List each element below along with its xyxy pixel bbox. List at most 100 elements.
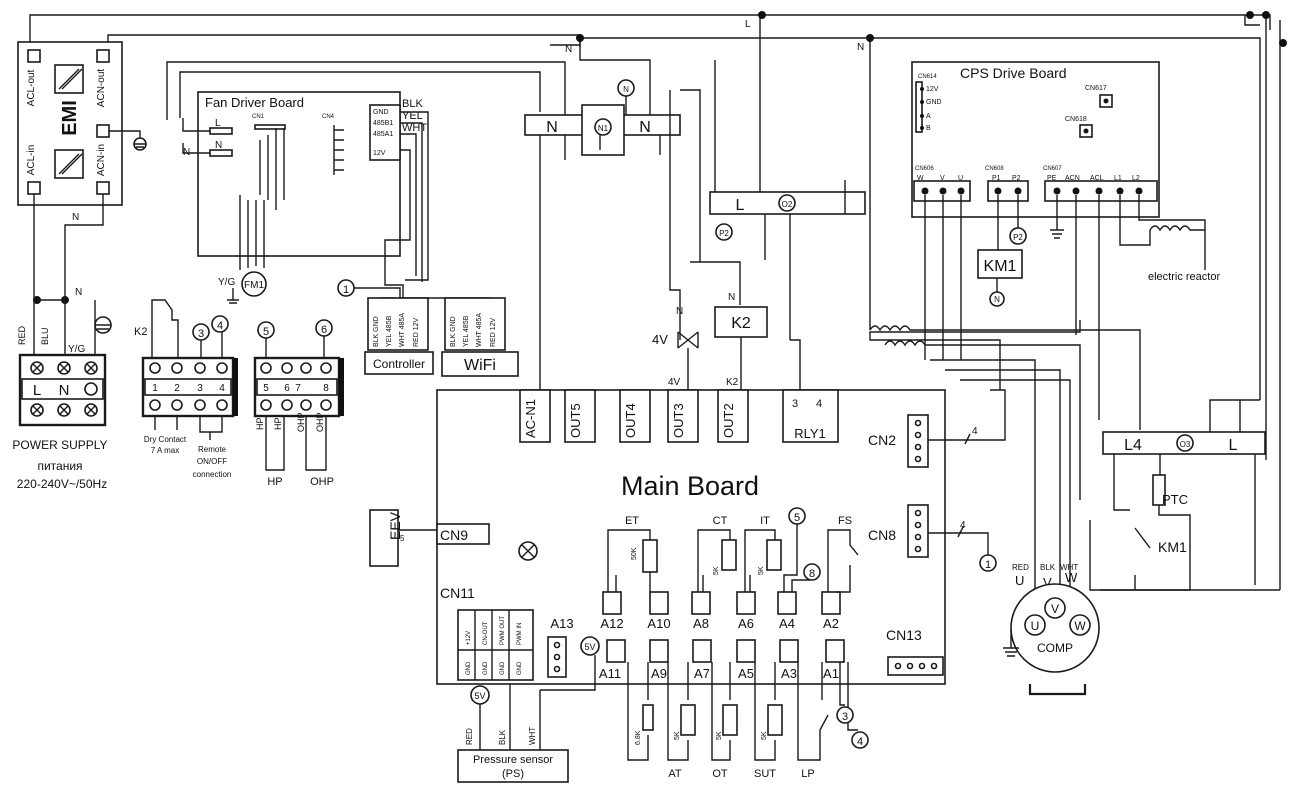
port-a5: A5 — [738, 666, 754, 681]
sensor-at: AT — [668, 768, 682, 780]
port-a11: A11 — [599, 666, 621, 681]
power-wire-blu-label: BLU — [40, 327, 50, 345]
ohp-wire-label-b: OHP — [315, 412, 325, 432]
controller-pin-labels: BLK GND YEL 485B WHT 485A RED 12V BLK GN… — [373, 313, 497, 347]
cn614-pin-gnd: GND — [926, 99, 942, 106]
wifi-pin-gnd: BLK GND — [450, 316, 457, 347]
out-out2: OUT2 — [721, 403, 736, 438]
it-5k-label: 5K — [758, 566, 765, 575]
emi-acl-out-label: ACL-out — [26, 69, 37, 106]
l-block-label: L — [736, 197, 745, 214]
port-a8: A8 — [693, 616, 709, 631]
hp-terminal-5: 5 — [263, 383, 269, 394]
cn11-pin-gnd2: GND — [483, 661, 489, 675]
power-spec-label: 220-240V~/50Hz — [17, 477, 107, 491]
circle-8-top — [803, 563, 821, 581]
ot-thermistor-icon — [722, 704, 738, 736]
p2-label: P2 — [719, 229, 729, 238]
fan-pin-12v: 12V — [373, 150, 386, 157]
top-sensor-row: A12 A10 A8 A6 A4 A2 ET CT IT FS 50K 5K 5… — [600, 507, 859, 631]
fan-driver-board: Fan Driver Board L N N CN1 CN4 GND 485B1… — [166, 61, 566, 304]
rly1-pin-4: 4 — [816, 398, 822, 410]
ps-5v-marker: 5V — [474, 691, 485, 701]
dry-contact-terminal: K2 3 4 1 2 3 4 Dry Contact 7 A max Remot… — [134, 299, 238, 479]
emi-terminal-acn-out — [96, 49, 110, 63]
fan-n-wire-label: N — [183, 147, 190, 158]
circle-3-bot-label: 3 — [842, 711, 848, 723]
wifi-pin-485a: WHT 485A — [476, 313, 483, 347]
dry-terminal-4: 4 — [219, 383, 225, 394]
port-a13: A13 — [550, 616, 573, 631]
cn608-pin-p2: P2 — [1012, 175, 1021, 182]
k2-relay-label: K2 — [731, 315, 751, 332]
right-power-section: L4 L O3 PTC KM1 — [869, 325, 1280, 600]
cn11-pin-cnout: CN-OUT — [483, 621, 489, 645]
km1-contact-label: KM1 — [1158, 539, 1187, 555]
cn13-label: CN13 — [886, 627, 922, 643]
ohp-wire-label-a: OHP — [296, 412, 306, 432]
cn11-pins: +12V CN-OUT PWM OUT PWM IN GND GND GND G… — [458, 610, 533, 680]
port-a9: A9 — [651, 666, 667, 681]
ct-5k-label: 5K — [713, 566, 720, 575]
fan-wire-blk: BLK — [402, 98, 423, 110]
cps-p2-marker: P2 — [1013, 233, 1023, 242]
circle-3-label: 3 — [198, 328, 204, 340]
cps-drive-board: CPS Drive Board CN614 12V GND A B CN617 … — [869, 61, 1220, 420]
port-a6: A6 — [738, 616, 754, 631]
hp-wire-label-b: HP — [273, 417, 283, 430]
valve-4v-icon — [677, 331, 699, 349]
ohp-label: OHP — [310, 476, 334, 488]
controller-wifi: 1 BLK GND YEL 485B WHT 485A RED 12V BLK … — [337, 279, 519, 377]
comp-wire-red: RED — [1012, 563, 1029, 572]
circle-6-label: 6 — [321, 324, 327, 336]
o2-marker — [778, 194, 796, 212]
cn614-pin-12v: 12V — [926, 86, 939, 93]
cn606-pin-v: V — [940, 175, 945, 182]
sensor-ot: OT — [712, 768, 728, 780]
ctrl-pin-gnd: BLK GND — [373, 316, 380, 347]
cn606-pin-u: U — [958, 175, 963, 182]
pressure-sensor-title: Pressure sensor — [473, 754, 553, 766]
bottom-sensor-row: A13 5V A11 A9 A7 A5 A3 A1 6.8K 5K 5K 5K … — [547, 616, 869, 780]
circle-5-label: 5 — [263, 326, 269, 338]
emi-filter: EMI ACL-out ACN-out ACL-in ACN-in — [17, 41, 147, 355]
cps-cn618-label: CN618 — [1065, 116, 1087, 123]
it-thermistor-icon — [766, 539, 782, 571]
fan-motor-label: FM1 — [244, 280, 264, 291]
compressor: RED BLK WHT U V W U V W COMP — [1003, 563, 1100, 696]
cn607-pin-pe: PE — [1047, 175, 1057, 182]
power-l-label: L — [33, 382, 41, 399]
cn614-pins: 12V GND A B — [920, 86, 942, 132]
o2-label: O2 — [782, 200, 793, 209]
k2-relay — [714, 306, 768, 338]
hp-screws — [260, 362, 332, 411]
electric-reactor-label: electric reactor — [1148, 271, 1220, 283]
top-n-label-2: N — [857, 42, 864, 53]
sensor-it: IT — [760, 515, 770, 527]
sensor-fs: FS — [838, 515, 852, 527]
km1-n-marker: N — [994, 295, 1000, 304]
ground-icon — [1050, 229, 1064, 239]
power-n-label: N — [59, 382, 70, 399]
right-l-label: L — [1229, 437, 1238, 454]
wifi-pin-485b: YEL 485B — [463, 315, 470, 347]
resistor-6-8k — [642, 704, 654, 731]
fan-pin-gnd: GND — [373, 109, 389, 116]
wifi-pin-12v: RED 12V — [490, 317, 497, 347]
km1-coil-label: KM1 — [984, 258, 1017, 275]
emi-n-label: N — [72, 212, 79, 223]
sensor-sut: SUT — [754, 768, 776, 780]
n-block-label: N — [546, 119, 558, 136]
port-a3: A3 — [781, 666, 797, 681]
o3-marker: O3 — [1180, 440, 1191, 449]
ctrl-pin-12v: RED 12V — [413, 317, 420, 347]
controller-label: Controller — [373, 357, 425, 371]
ps-wire-wht: WHT — [528, 727, 537, 745]
n1-label: N1 — [598, 124, 609, 133]
compressor-label: COMP — [1037, 641, 1073, 655]
cn11-pin-12v: +12V — [466, 631, 472, 645]
ct-thermistor-icon — [721, 539, 737, 571]
fan-yg-label: Y/G — [218, 277, 235, 288]
cn2-label: CN2 — [868, 432, 896, 448]
n1-marker — [594, 118, 612, 136]
